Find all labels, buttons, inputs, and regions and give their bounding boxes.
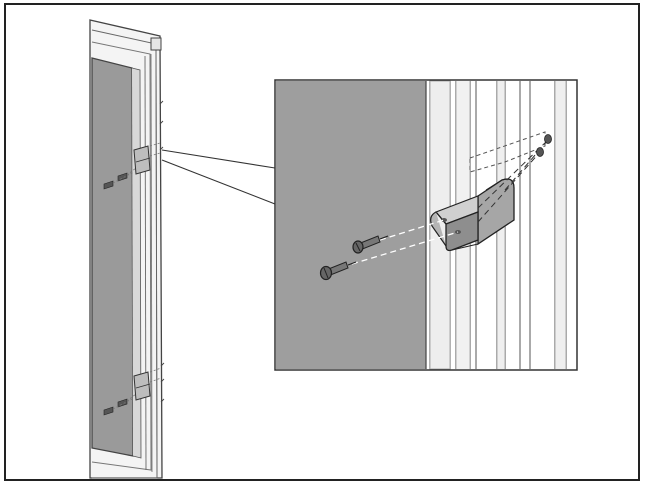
screw-trajectory	[351, 219, 459, 265]
door-top-corner	[150, 37, 162, 51]
callout-leader-lines	[161, 149, 276, 205]
bracket-position-outline	[469, 131, 546, 173]
hinge-bracket-bottom-small	[103, 367, 162, 416]
door-overview	[89, 19, 165, 479]
frame-holes	[536, 134, 552, 157]
detail-glass-panel	[276, 81, 426, 369]
hinge-bracket-detail	[430, 178, 515, 252]
door-glass-panel	[91, 57, 134, 457]
screw	[319, 261, 357, 281]
screw	[352, 235, 389, 254]
callout-detail	[274, 79, 578, 371]
hinge-bracket-top-small	[103, 142, 161, 190]
